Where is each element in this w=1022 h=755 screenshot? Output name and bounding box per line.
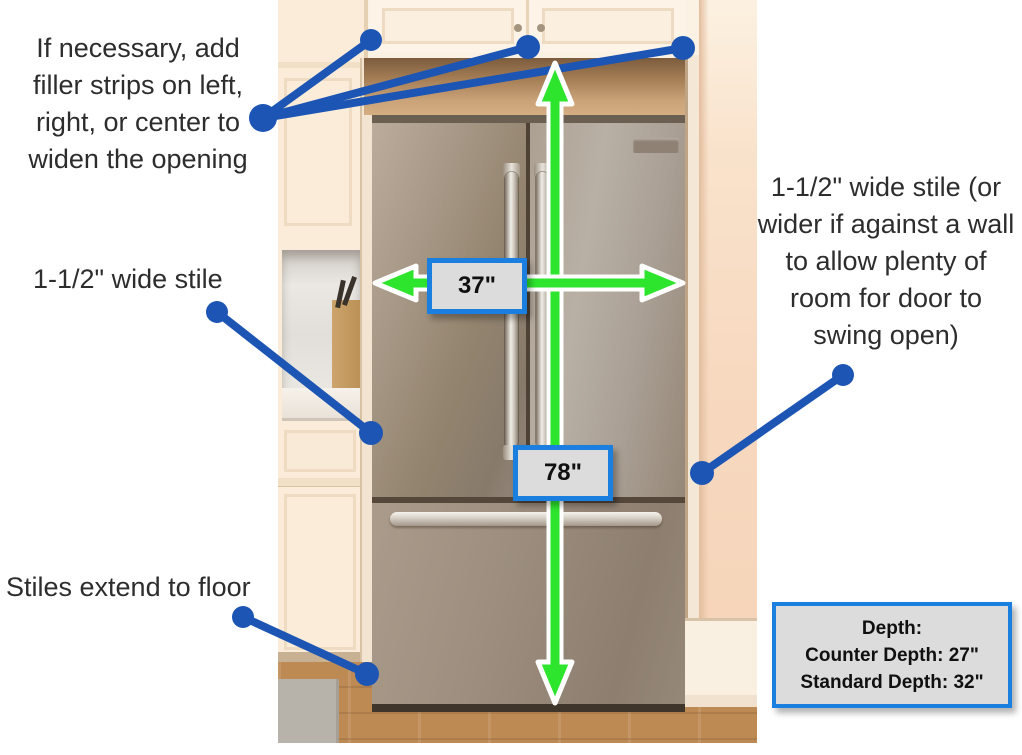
left-stile-label: 1-1/2" wide stile — [33, 264, 223, 294]
width-value: 37" — [457, 272, 497, 299]
right-stile-label: 1-1/2" wide stile (or wider if against a… — [757, 172, 1015, 350]
knife-block — [332, 300, 362, 390]
alcove-recess — [364, 58, 690, 115]
depth-measurement-box: Depth: Counter Depth: 27" Standard Depth… — [772, 602, 1012, 708]
fridge-control-panel — [633, 138, 679, 153]
filler-strips-label: If necessary, add filler strips on left,… — [28, 33, 248, 174]
height-value: 78" — [543, 459, 583, 486]
standard-depth-value: Standard Depth: 32" — [800, 671, 984, 693]
width-measurement-box: 37" — [427, 258, 527, 314]
freezer-drawer — [372, 503, 685, 704]
callout-dot — [206, 301, 228, 323]
fridge-right-door — [530, 123, 685, 499]
counter-depth-value: Counter Depth: 27" — [805, 644, 979, 666]
height-measurement-box: 78" — [513, 445, 613, 501]
stiles-floor-label: Stiles extend to floor — [6, 572, 251, 602]
baseboard — [685, 618, 757, 707]
left-cabinet-column — [278, 0, 368, 662]
depth-title: Depth: — [861, 617, 923, 639]
fridge-handle — [536, 172, 549, 448]
callout-dot — [232, 606, 254, 628]
countertop — [282, 388, 364, 421]
refrigerator — [372, 115, 685, 712]
freezer-handle — [390, 512, 662, 526]
kitchen-photo — [278, 0, 757, 743]
cabinet-knob — [514, 24, 522, 32]
right-wall-pillar — [699, 0, 757, 622]
floor-rug — [278, 679, 339, 743]
callout-dot — [832, 364, 854, 386]
cabinet-knob — [537, 24, 545, 32]
